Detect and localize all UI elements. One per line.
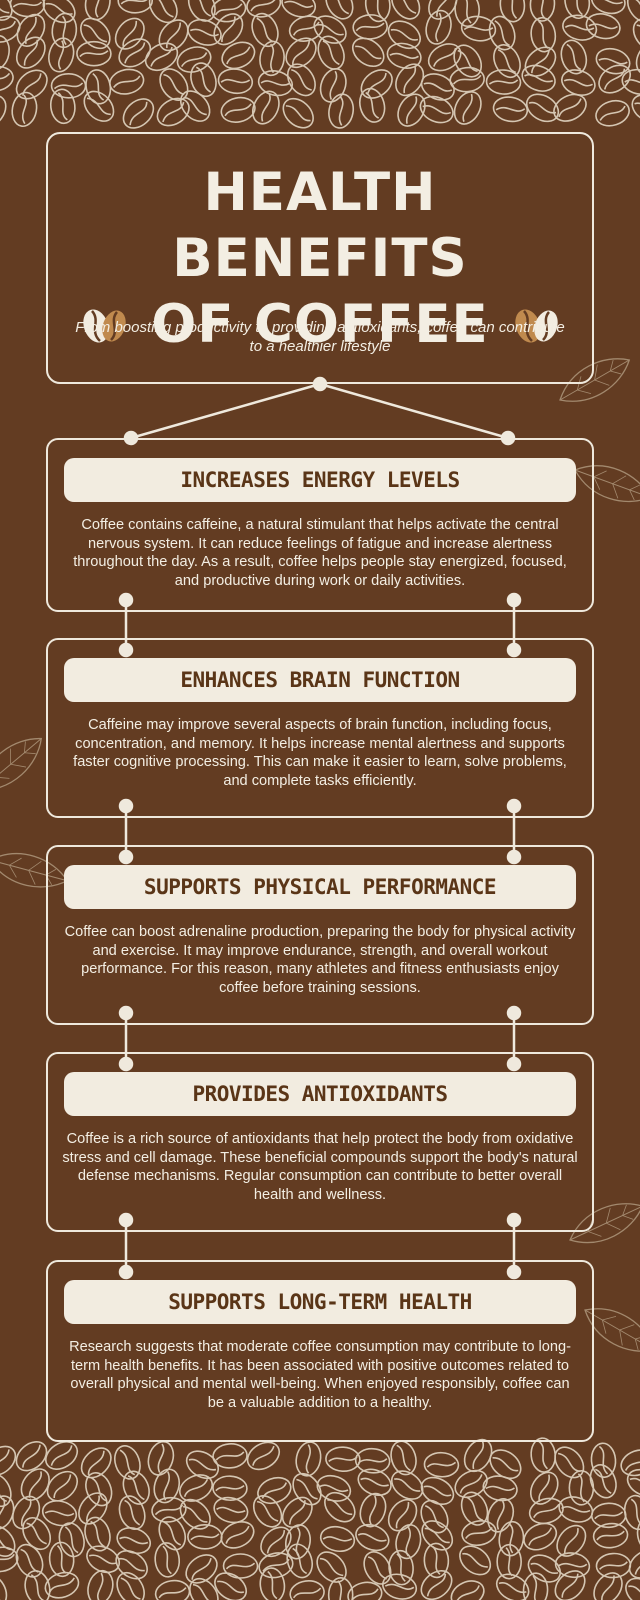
page-title-line2: OF COFFEE (151, 294, 489, 355)
connector-dot (118, 642, 134, 658)
benefit-heading: ENHANCES BRAIN FUNCTION (64, 658, 576, 702)
benefit-text: Research suggests that moderate coffee c… (69, 1339, 571, 1411)
benefit-heading: SUPPORTS PHYSICAL PERFORMANCE (64, 865, 576, 909)
page-subtitle: From boosting productivity to providing … (75, 319, 565, 355)
connector-dot (506, 642, 522, 658)
connector-dot (118, 592, 134, 608)
benefit-text: Caffeine may improve several aspects of … (73, 717, 567, 789)
benefit-card: SUPPORTS PHYSICAL PERFORMANCE Coffee can… (46, 845, 594, 1025)
benefit-heading: SUPPORTS LONG-TERM HEALTH (64, 1280, 576, 1324)
page-title-line1: HEALTH BENEFITS (172, 162, 468, 289)
benefit-heading: INCREASES ENERGY LEVELS (64, 458, 576, 502)
connector-dot (118, 1005, 134, 1021)
connector-dot (118, 1264, 134, 1280)
benefit-card: PROVIDES ANTIOXIDANTS Coffee is a rich s… (46, 1052, 594, 1232)
benefit-text: Coffee can boost adrenaline production, … (64, 924, 576, 996)
connector-dot (506, 1264, 522, 1280)
connector-dot (506, 849, 522, 865)
connector-dot (506, 798, 522, 814)
benefit-text: Coffee contains caffeine, a natural stim… (73, 517, 567, 589)
benefit-card: ENHANCES BRAIN FUNCTION Caffeine may imp… (46, 638, 594, 818)
connector-dot (118, 1212, 134, 1228)
connector-dot (118, 849, 134, 865)
connector-dot (118, 1056, 134, 1072)
connector-dot (506, 592, 522, 608)
connector-dot (506, 1005, 522, 1021)
connector-dot (506, 1212, 522, 1228)
coffee-bean-icon (515, 309, 558, 343)
benefit-text: Coffee is a rich source of antioxidants … (62, 1131, 578, 1203)
connector-dot (312, 376, 328, 392)
title-box: HEALTH BENEFITS OF COFFEE From boosting … (46, 132, 594, 384)
benefit-heading: PROVIDES ANTIOXIDANTS (64, 1072, 576, 1116)
coffee-bean-icon (83, 309, 126, 343)
benefit-card: INCREASES ENERGY LEVELS Coffee contains … (46, 438, 594, 612)
benefit-card: SUPPORTS LONG-TERM HEALTH Research sugge… (46, 1260, 594, 1442)
connector-dot (506, 1056, 522, 1072)
connector-dot (118, 798, 134, 814)
